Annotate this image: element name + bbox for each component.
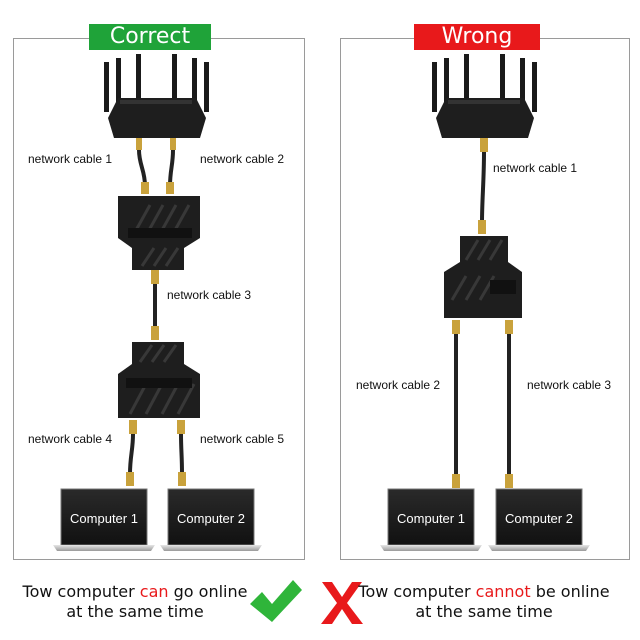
caption-wrong-line2: at the same time <box>415 602 553 621</box>
label-network-cable-1-left: network cable 1 <box>28 152 113 166</box>
caption-correct: Tow computer can go online at the same t… <box>20 582 250 622</box>
caption-correct-highlight: can <box>139 582 169 601</box>
label-network-cable-3-right: network cable 3 <box>527 378 612 392</box>
cables-left-bottom <box>126 420 186 486</box>
laptop-left-2 <box>160 488 262 551</box>
splitter-right <box>444 236 522 318</box>
caption-wrong: Tow computer cannot be online at the sam… <box>356 582 612 622</box>
splitter-2-left <box>118 342 200 418</box>
correct-badge: Correct <box>89 24 211 50</box>
computer-1-right-label: Computer 1 <box>397 511 465 526</box>
caption-wrong-pre: Tow computer <box>358 582 476 601</box>
computer-2-left-label: Computer 2 <box>177 511 245 526</box>
computer-2-right-label: Computer 2 <box>505 511 573 526</box>
caption-wrong-highlight: cannot <box>475 582 531 601</box>
check-icon <box>250 580 302 622</box>
label-network-cable-2-right: network cable 2 <box>356 378 441 392</box>
label-network-cable-1-right: network cable 1 <box>493 161 578 175</box>
caption-correct-pre: Tow computer <box>22 582 140 601</box>
cables-left-top <box>136 138 176 194</box>
laptop-right-2 <box>488 488 590 551</box>
label-network-cable-4-left: network cable 4 <box>28 432 113 446</box>
router-right <box>432 54 537 138</box>
label-network-cable-5-left: network cable 5 <box>200 432 285 446</box>
cable-3-left <box>151 270 159 340</box>
cross-icon <box>321 582 363 624</box>
caption-correct-post: go online <box>168 582 248 601</box>
label-network-cable-3-left: network cable 3 <box>167 288 252 302</box>
laptop-left-1 <box>53 488 155 551</box>
splitter-1-left <box>118 196 200 270</box>
router-left <box>104 54 209 138</box>
cables-right-bottom <box>452 320 513 488</box>
wrong-badge: Wrong <box>414 24 540 50</box>
computer-1-left-label: Computer 1 <box>70 511 138 526</box>
caption-correct-line2: at the same time <box>66 602 204 621</box>
label-network-cable-2-left: network cable 2 <box>200 152 285 166</box>
laptop-right-1 <box>380 488 482 551</box>
cable-1-right <box>478 138 488 234</box>
caption-wrong-post: be online <box>530 582 610 601</box>
